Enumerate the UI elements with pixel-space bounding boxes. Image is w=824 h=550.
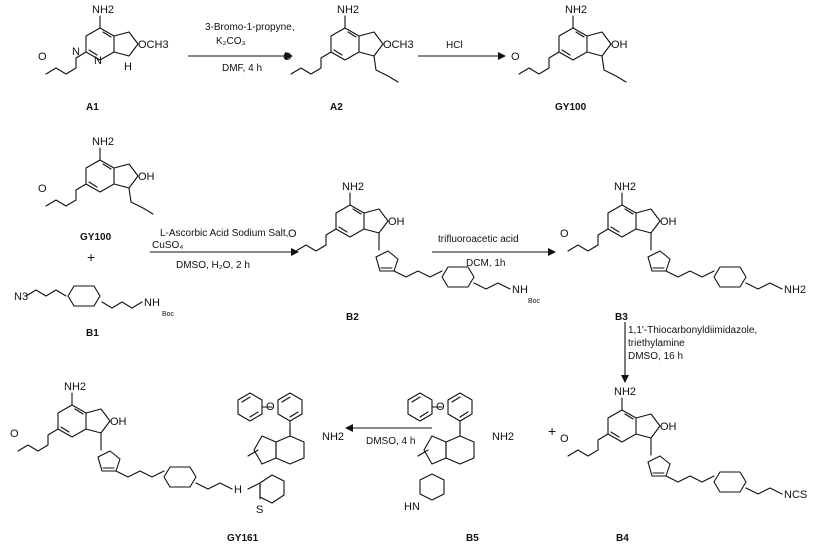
svg-text:OCH3: OCH3 — [383, 39, 414, 51]
svg-text:O: O — [436, 401, 445, 413]
step2-reagent: HCl — [446, 40, 463, 51]
svg-text:NH2: NH2 — [492, 431, 514, 443]
svg-text:S: S — [256, 504, 263, 516]
plus-sign-1: + — [87, 249, 95, 265]
svg-text:OH: OH — [660, 421, 677, 433]
svg-text:OH: OH — [138, 171, 155, 183]
svg-text:O: O — [266, 401, 275, 413]
step5-reagent: 1,1'-Thiocarbonyldiimidazole, — [628, 325, 757, 336]
label-gy100: GY100 — [555, 102, 587, 113]
a1-nh: H — [124, 61, 132, 73]
svg-text:O: O — [283, 51, 292, 63]
step3-conditions: DMSO, H₂O, 2 h — [176, 260, 250, 271]
label-a2: A2 — [330, 102, 343, 113]
svg-text:OH: OH — [388, 216, 405, 228]
svg-text:O: O — [288, 228, 297, 240]
svg-text:N3: N3 — [14, 291, 28, 303]
label-b2: B2 — [346, 312, 359, 323]
svg-text:NH2: NH2 — [565, 4, 587, 16]
a1-n3: N — [72, 46, 80, 58]
svg-text:H: H — [234, 484, 242, 496]
compound-b5: O NH2 HN — [404, 392, 514, 513]
step3-reagent: L-Ascorbic Acid Sodium Salt, — [160, 228, 288, 239]
step4-conditions: DCM, 1h — [466, 258, 505, 269]
svg-text:NCS: NCS — [784, 489, 807, 501]
step5-conditions: DMSO, 16 h — [628, 351, 683, 362]
a1-n1: N — [94, 55, 102, 67]
compound-gy100: NH2 OH O — [511, 4, 628, 83]
svg-text:NH2: NH2 — [784, 284, 806, 296]
compound-b4: NH2 OH O NCS — [560, 386, 807, 501]
compound-b1: N3 NH Boc — [14, 285, 175, 318]
compound-gy100-reactant: NH2 OH O — [38, 136, 155, 215]
svg-text:NH: NH — [512, 284, 528, 296]
svg-text:NH2: NH2 — [614, 181, 636, 193]
step1-base: K₂CO₃ — [216, 36, 246, 47]
compound-a2: NH2 OCH3 O — [283, 4, 414, 83]
label-b1: B1 — [86, 328, 99, 339]
a1-o: O — [38, 51, 47, 63]
svg-text:NH2: NH2 — [614, 386, 636, 398]
step4-reagent: trifluoroacetic acid — [438, 234, 519, 245]
svg-text:NH2: NH2 — [337, 4, 359, 16]
svg-text:NH: NH — [144, 297, 160, 309]
label-gy161: GY161 — [227, 533, 259, 544]
a1-och3: OCH3 — [138, 39, 169, 51]
svg-text:OH: OH — [660, 216, 677, 228]
svg-text:O: O — [560, 228, 569, 240]
svg-text:HN: HN — [404, 501, 420, 513]
a1-nh2: NH2 — [92, 4, 114, 16]
label-b5: B5 — [466, 533, 479, 544]
compound-b2: NH2 OH O NH Boc — [288, 181, 541, 305]
step1-conditions: DMF, 4 h — [222, 63, 262, 74]
gy161-aryl-head: O NH2 — [237, 392, 344, 465]
step6-conditions: DMSO, 4 h — [366, 436, 415, 447]
label-b4: B4 — [616, 533, 629, 544]
compound-b3: NH2 OH O NH2 — [560, 181, 806, 296]
svg-text:O: O — [560, 433, 569, 445]
step1-reagent: 3-Bromo-1-propyne, — [205, 22, 294, 33]
svg-text:NH2: NH2 — [322, 431, 344, 443]
svg-text:NH2: NH2 — [92, 136, 114, 148]
label-b3: B3 — [615, 312, 628, 323]
svg-text:Boc: Boc — [528, 298, 541, 305]
svg-text:Boc: Boc — [162, 311, 175, 318]
plus-sign-2: + — [548, 423, 556, 439]
svg-text:O: O — [38, 183, 47, 195]
compound-gy161: NH2 OH O H S — [10, 381, 285, 516]
label-gy100-reactant: GY100 — [80, 232, 112, 243]
label-a1: A1 — [86, 102, 99, 113]
svg-text:NH2: NH2 — [342, 181, 364, 193]
svg-text:OH: OH — [110, 416, 127, 428]
svg-text:O: O — [10, 428, 19, 440]
compound-a1: NH2 N N OCH3 H O — [38, 4, 169, 75]
svg-text:NH2: NH2 — [64, 381, 86, 393]
svg-text:O: O — [511, 51, 520, 63]
step3-catalyst: CuSO₄ — [152, 240, 183, 251]
step5-base: triethylamine — [628, 338, 685, 349]
svg-text:OH: OH — [611, 39, 628, 51]
